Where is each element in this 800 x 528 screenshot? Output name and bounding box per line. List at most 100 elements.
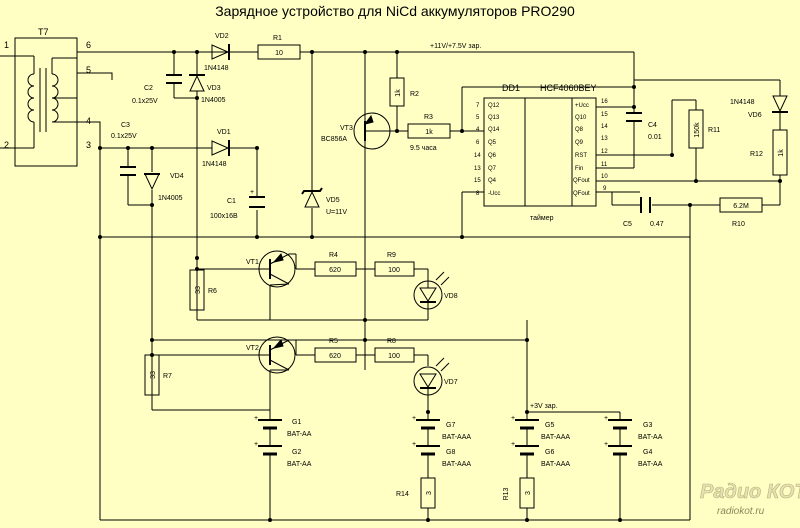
c2-value: 0.1x25V [132,98,158,105]
svg-text:+: + [254,415,258,422]
ic-pin-num: 14 [474,153,481,159]
ic-pin-num: 5 [476,115,480,121]
r13-value: 3 [525,491,532,495]
vd5-part: U=11V [326,209,347,216]
svg-text:+: + [511,441,515,448]
resistor-r1: 10 R1 [257,35,301,60]
ic-pin-name: Q12 [488,103,500,109]
c3-ref: C3 [121,122,130,129]
resistor-r6: 33 R6 [189,269,217,311]
vt1-ref: VT1 [246,259,259,266]
ic-dd1: DD1 HCF4060BEY таймер 7 5 4 6 14 13 15 8… [474,83,608,222]
svg-text:+: + [250,189,254,196]
g7-ref: G7 [446,422,455,429]
r14-value: 3 [426,491,433,495]
ic-pin-num: 10 [601,174,608,180]
vd1-ref: VD1 [217,129,231,136]
c4-value: 0.01 [648,134,662,141]
ic-pin-name: Q14 [488,127,500,133]
transformer-ref: T7 [38,27,49,37]
rail-label-bottom: +3V зар. [530,403,558,410]
g2-ref: G2 [292,449,301,456]
c5-value: 0.47 [650,221,664,228]
g3-ref: G3 [643,422,652,429]
ic-pin-num: 6 [476,140,480,146]
diagram-title: Зарядное устройство для NiCd аккумулятор… [215,3,575,19]
ic-pin-name: +Ucc [575,103,589,109]
transistor-vt3: VT3 BC856A [321,106,391,150]
r6-value: 33 [195,286,202,294]
g5-type: BAT-AAA [541,434,570,441]
vd6-ref: VD6 [748,112,762,119]
diode-vd1: VD1 1N4148 [202,129,236,168]
rail-label-top: +11V/+7.5V зар. [430,43,481,50]
ic-pin-num: 15 [474,178,481,184]
ic-pin-name: Q4 [488,178,497,184]
ic-pin-name: Q13 [488,115,500,121]
r14-ref: R14 [396,491,409,498]
g4-ref: G4 [643,449,652,456]
ic-pin-num: 16 [601,99,608,105]
r6-ref: R6 [208,288,217,295]
resistor-r14: 3 R14 [396,477,436,509]
ic-part: HCF4060BEY [540,83,597,93]
r9-ref: R9 [387,252,396,259]
vd6-part: 1N4148 [730,99,755,106]
r11-ref: R11 [708,127,720,134]
wires [76,51,781,521]
r4-value: 620 [329,267,341,274]
ic-pin-num: 13 [474,166,481,172]
svg-text:+: + [412,415,416,422]
r1-ref: R1 [273,35,282,42]
r3-value: 1k [425,129,433,136]
resistor-r9: 100 R9 [374,252,415,277]
capacitor-c4: C4 0.01 [626,112,662,141]
ic-pin-name: -Ucc [488,191,500,197]
r9-value: 100 [388,267,400,274]
capacitor-c3: C3 0.1x25V [111,122,137,176]
vt3-ref: VT3 [340,125,353,132]
watermark: Радио КОТ radiokot.ru [700,481,800,517]
ic-pin-num: 8 [476,191,480,197]
svg-text:+: + [604,441,608,448]
battery-g1-g2: + + G1 BAT-AA G2 BAT-AA [254,415,312,470]
ic-pin-name: QFout [573,178,590,184]
diode-vd4: VD4 1N4005 [144,173,184,202]
transistor-vt2: VT2 [246,336,297,374]
transistor-vt1: VT1 [246,250,297,288]
g1-type: BAT-AA [287,431,312,438]
g8-type: BAT-AAA [442,461,471,468]
g5-ref: G5 [545,422,554,429]
r11-value: 150k [694,122,701,138]
r8-value: 100 [388,353,400,360]
battery-g5-g6: + + G5 BAT-AAA G6 BAT-AAA [511,415,570,470]
watermark-brand: Радио КОТ [700,481,800,503]
vd7-ref: VD7 [444,379,458,386]
ic-pin-num: 15 [601,112,608,118]
r7-ref: R7 [163,373,172,380]
capacitor-c5: C5 0.47 [623,197,664,228]
vt3-part: BC856A [321,136,347,143]
ic-pin-num: 9 [603,186,607,192]
g3-type: BAT-AA [638,434,663,441]
svg-text:+: + [511,415,515,422]
g2-type: BAT-AA [287,461,312,468]
svg-text:+: + [254,441,258,448]
vd3-ref: VD3 [207,85,221,92]
ic-pin-name: Fin [575,166,583,172]
pin-label: 3 [86,140,91,150]
ic-pin-num: 4 [476,127,480,133]
r13-ref: R13 [503,487,510,500]
resistor-r10: 6.2M R10 [719,197,763,228]
transformer-t7: T7 1 2 3 4 5 6 [4,27,91,167]
c1-ref: C1 [227,198,236,205]
resistor-r12: 1k R12 [750,129,788,176]
g6-type: BAT-AAA [541,461,570,468]
pin-label: 1 [4,40,9,50]
g7-type: BAT-AAA [442,434,471,441]
resistor-r13: 3 R13 [503,477,535,509]
ic-pin-name: Q10 [575,115,587,121]
r8-ref: R8 [387,338,396,345]
resistor-r11: 150k R11 [688,109,720,149]
